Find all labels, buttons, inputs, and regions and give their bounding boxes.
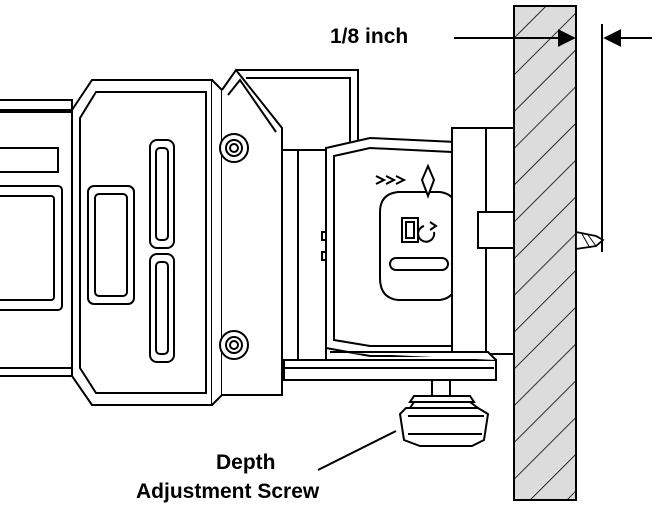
depth-adjustment-screw[interactable]	[398, 379, 490, 447]
tool-housing	[0, 68, 359, 406]
bit-tip	[575, 230, 605, 251]
lock-rotate-icon[interactable]	[401, 217, 438, 243]
screw-label-line2: Adjustment Screw	[136, 480, 320, 503]
dimension-lines	[454, 24, 652, 252]
screw-leader-line	[317, 430, 397, 471]
workpiece-wall	[513, 5, 577, 501]
screw-upper	[219, 133, 249, 163]
depth-measurement-label: 1/8 inch	[330, 25, 409, 48]
depth-guide-attachment	[281, 127, 515, 381]
screw-lower	[219, 330, 249, 360]
screw-label-line1: Depth	[216, 451, 276, 474]
double-chevron-right-icon	[375, 175, 407, 185]
diamond-marker-icon	[420, 163, 436, 199]
